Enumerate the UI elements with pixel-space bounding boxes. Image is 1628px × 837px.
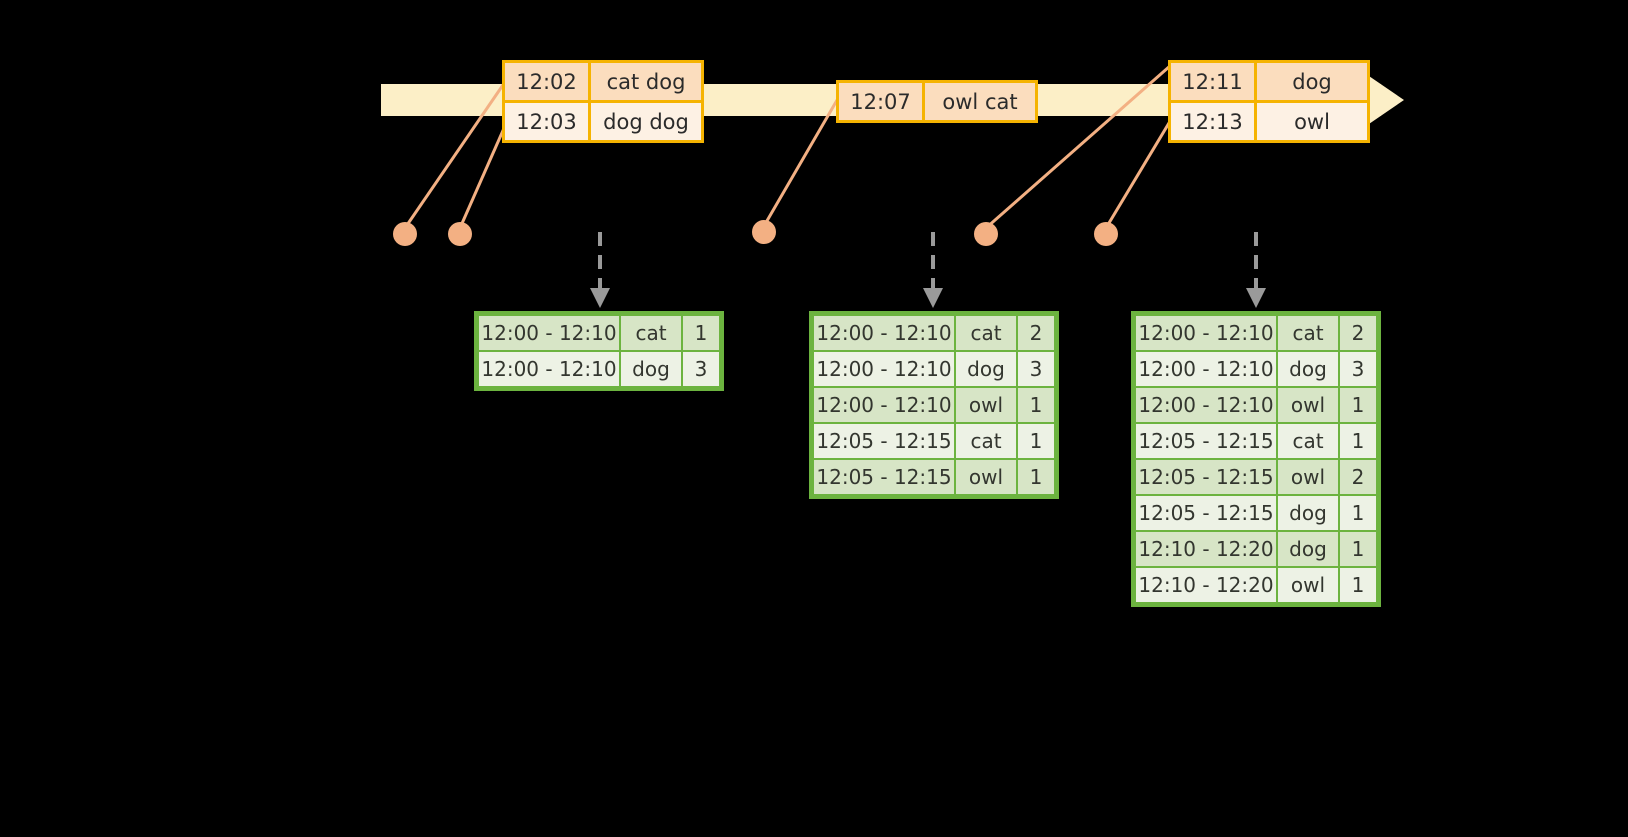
dot-2[interactable] <box>448 222 472 246</box>
window-cell: 12:05 - 12:15 <box>1136 424 1276 458</box>
dot-5[interactable] <box>1094 222 1118 246</box>
connector-line-5 <box>1104 117 1174 229</box>
event-value: dog dog <box>588 103 701 140</box>
window-cell: 12:05 - 12:15 <box>1136 460 1276 494</box>
event-group-1[interactable]: 12:02 cat dog 12:03 dog dog <box>502 60 704 143</box>
word-cell: dog <box>621 352 681 386</box>
window-cell: 12:00 - 12:10 <box>814 316 954 350</box>
word-cell: owl <box>1278 460 1338 494</box>
count-cell: 1 <box>1340 388 1376 422</box>
dot-4[interactable] <box>974 222 998 246</box>
event-time: 12:13 <box>1171 103 1254 140</box>
window-cell: 12:00 - 12:10 <box>479 316 619 350</box>
window-cell: 12:00 - 12:10 <box>1136 388 1276 422</box>
dot-1[interactable] <box>393 222 417 246</box>
word-cell: dog <box>1278 532 1338 566</box>
event-value: cat dog <box>588 63 701 100</box>
word-cell: cat <box>956 316 1016 350</box>
window-cell: 12:00 - 12:10 <box>814 352 954 386</box>
event-group-3[interactable]: 12:11 dog 12:13 owl <box>1168 60 1370 143</box>
count-cell: 1 <box>1340 532 1376 566</box>
window-cell: 12:05 - 12:15 <box>814 460 954 494</box>
word-cell: dog <box>1278 496 1338 530</box>
word-cell: cat <box>1278 424 1338 458</box>
count-cell: 1 <box>1018 424 1054 458</box>
dashed-arrow-1 <box>590 232 610 308</box>
window-cell: 12:05 - 12:15 <box>814 424 954 458</box>
word-cell: owl <box>1278 568 1338 602</box>
window-cell: 12:00 - 12:10 <box>1136 352 1276 386</box>
event-group-2[interactable]: 12:07 owl cat <box>836 80 1038 123</box>
dashed-arrow-3 <box>1246 232 1266 308</box>
event-time: 12:03 <box>505 103 588 140</box>
word-cell: owl <box>956 388 1016 422</box>
event-time: 12:02 <box>505 63 588 100</box>
window-cell: 12:00 - 12:10 <box>1136 316 1276 350</box>
window-cell: 12:10 - 12:20 <box>1136 568 1276 602</box>
event-time: 12:07 <box>839 83 922 120</box>
count-cell: 2 <box>1340 316 1376 350</box>
word-cell: dog <box>1278 352 1338 386</box>
count-cell: 3 <box>1018 352 1054 386</box>
word-cell: owl <box>956 460 1016 494</box>
event-value: dog <box>1254 63 1367 100</box>
event-value: owl <box>1254 103 1367 140</box>
window-cell: 12:10 - 12:20 <box>1136 532 1276 566</box>
count-cell: 1 <box>1340 424 1376 458</box>
event-value: owl cat <box>922 83 1035 120</box>
count-cell: 2 <box>1018 316 1054 350</box>
count-cell: 1 <box>1018 460 1054 494</box>
window-cell: 12:05 - 12:15 <box>1136 496 1276 530</box>
count-cell: 3 <box>683 352 719 386</box>
word-cell: cat <box>956 424 1016 458</box>
event-row[interactable]: 12:13 owl <box>1171 100 1367 140</box>
connector-line-2 <box>458 125 507 229</box>
count-cell: 1 <box>1018 388 1054 422</box>
event-row[interactable]: 12:11 dog <box>1171 63 1367 100</box>
event-row[interactable]: 12:07 owl cat <box>839 83 1035 120</box>
dashed-arrow-2 <box>923 232 943 308</box>
count-cell: 3 <box>1340 352 1376 386</box>
window-cell: 12:00 - 12:10 <box>814 388 954 422</box>
timeline-arrow-icon <box>1366 74 1404 126</box>
word-cell: cat <box>621 316 681 350</box>
count-cell: 2 <box>1340 460 1376 494</box>
word-cell: dog <box>956 352 1016 386</box>
dot-3[interactable] <box>752 220 776 244</box>
event-time: 12:11 <box>1171 63 1254 100</box>
count-cell: 1 <box>1340 568 1376 602</box>
word-cell: cat <box>1278 316 1338 350</box>
count-cell: 1 <box>1340 496 1376 530</box>
event-row[interactable]: 12:03 dog dog <box>505 100 701 140</box>
count-cell: 1 <box>683 316 719 350</box>
window-cell: 12:00 - 12:10 <box>479 352 619 386</box>
word-cell: owl <box>1278 388 1338 422</box>
event-row[interactable]: 12:02 cat dog <box>505 63 701 100</box>
